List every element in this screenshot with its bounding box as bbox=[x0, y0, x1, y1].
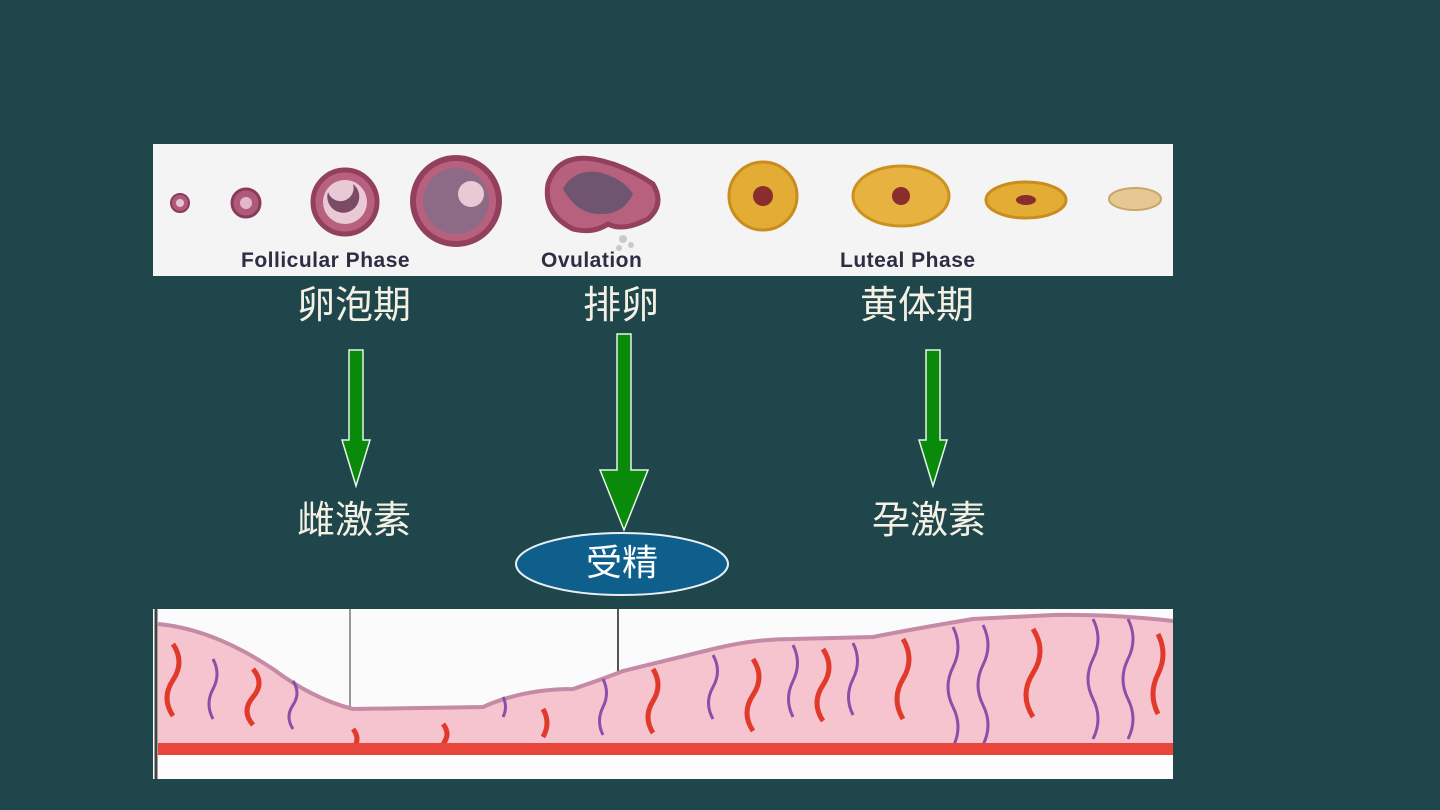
luteal-phase-cn: 黄体期 bbox=[860, 283, 975, 327]
corpus-luteum-3 bbox=[984, 180, 1068, 220]
follicular-phase-cn: 卵泡期 bbox=[297, 283, 412, 327]
fertilization-ellipse: 受精 bbox=[514, 531, 730, 597]
corpus-luteum-2 bbox=[851, 164, 951, 228]
ovulation-label: Ovulation bbox=[541, 249, 643, 272]
endometrium-panel bbox=[153, 609, 1173, 779]
ovary-cycle-panel: Follicular Phase Ovulation Luteal Phase bbox=[153, 144, 1173, 276]
ovulation-cn: 排卵 bbox=[583, 283, 660, 327]
ovulation-down-arrow bbox=[598, 333, 650, 532]
follicular-phase-label: Follicular Phase bbox=[241, 249, 411, 272]
follicular-down-arrow bbox=[340, 349, 372, 488]
basal-layer bbox=[158, 743, 1173, 755]
corpus-luteum-1 bbox=[727, 160, 799, 232]
follicle-illustration bbox=[170, 155, 1162, 251]
endometrium-illustration bbox=[154, 609, 1173, 779]
estrogen-label: 雌激素 bbox=[297, 498, 412, 542]
progesterone-label: 孕激素 bbox=[872, 498, 987, 542]
corpus-albicans bbox=[1108, 187, 1162, 211]
luteal-down-arrow bbox=[917, 349, 949, 488]
fertilization-label: 受精 bbox=[585, 543, 658, 584]
luteal-phase-label: Luteal Phase bbox=[840, 249, 976, 272]
endometrium-layer bbox=[158, 614, 1173, 751]
